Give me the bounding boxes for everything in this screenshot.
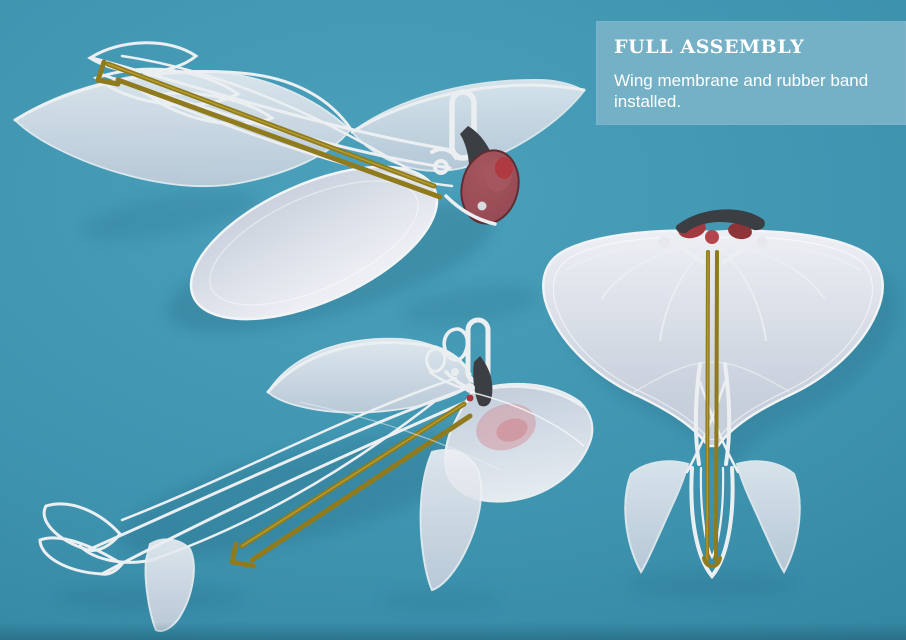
caption-panel: FULL ASSEMBLY Wing membrane and rubber b… xyxy=(596,21,906,125)
crank-mechanism-top xyxy=(658,209,768,264)
ornithopter-rear-view xyxy=(38,317,594,632)
caption-body: Wing membrane and rubber band installed. xyxy=(614,70,869,111)
ornithopter-perspective-view xyxy=(13,41,586,321)
caption-title: FULL ASSEMBLY xyxy=(614,36,805,58)
crank-mechanism-rear xyxy=(425,317,536,451)
ornithopter-top-view xyxy=(542,209,898,599)
crank-mechanism-perspective xyxy=(430,89,520,226)
